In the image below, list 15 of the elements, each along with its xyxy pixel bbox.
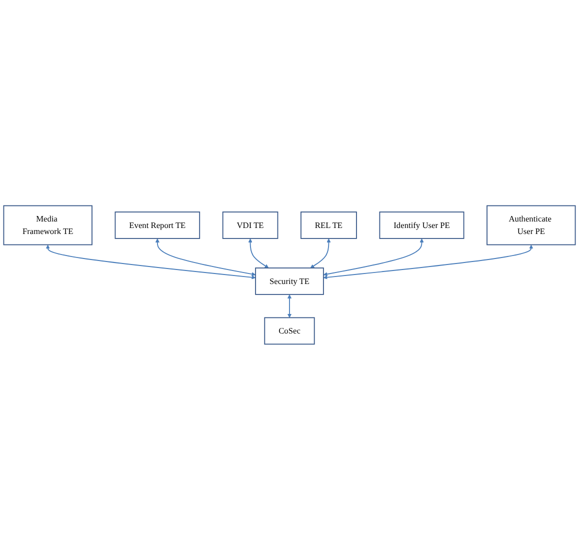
node-box: Security TE [255, 268, 324, 295]
arrow [323, 244, 534, 280]
arrow [46, 244, 256, 280]
arrow [310, 238, 331, 268]
arrow [155, 238, 256, 276]
node-box: Identify User PE [379, 212, 464, 239]
node-box: Authenticate User PE [486, 205, 576, 246]
node-box: Media Framework TE [3, 205, 92, 246]
arrow [248, 238, 269, 268]
arrow [323, 238, 424, 276]
node-box: Event Report TE [114, 212, 200, 239]
node-box: CoSec [264, 317, 315, 345]
node-box: VDI TE [222, 212, 278, 239]
node-box: REL TE [300, 212, 357, 239]
arrow [287, 294, 292, 318]
